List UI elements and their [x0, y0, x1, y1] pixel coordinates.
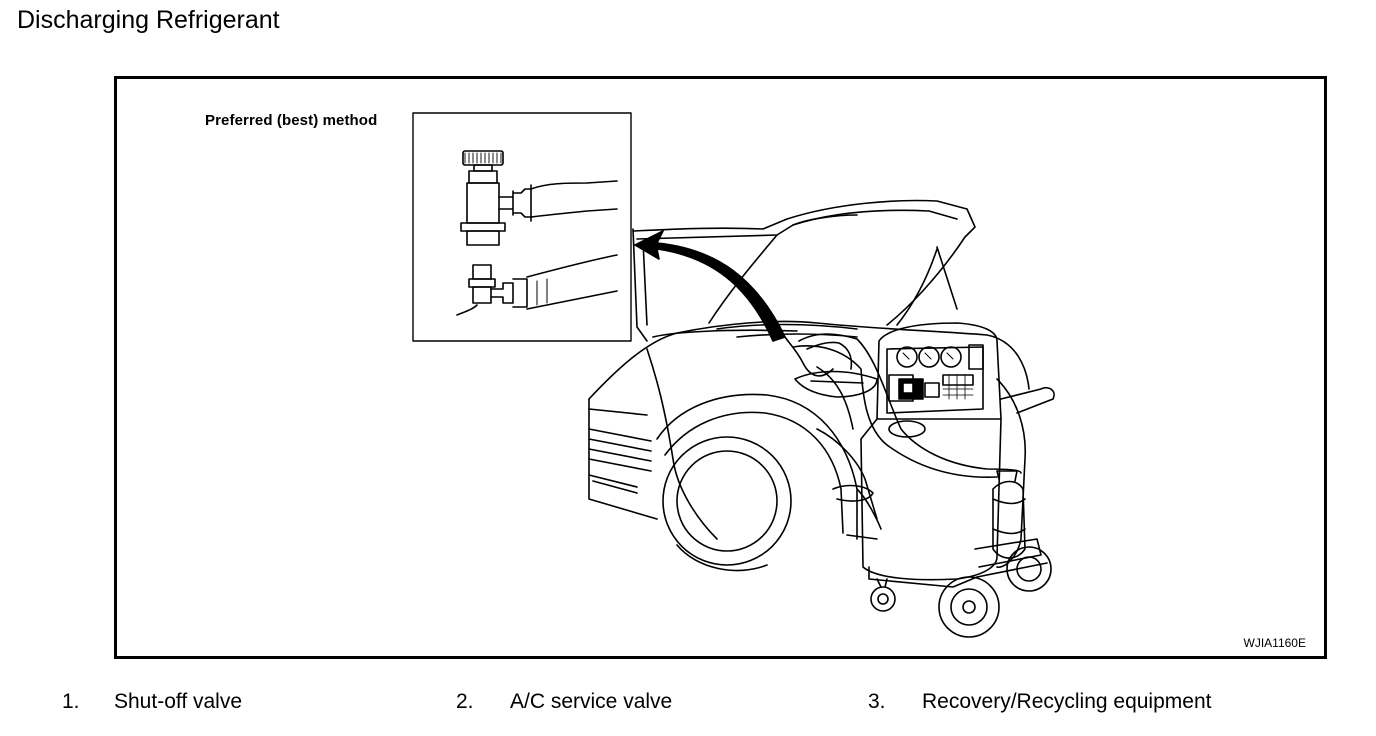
legend: 1. Shut-off valve 2. A/C service valve 3… — [0, 690, 1376, 720]
legend-number: 1. — [62, 690, 80, 713]
recovery-recycling-equipment — [784, 322, 1055, 638]
figure-id: WJIA1160E — [1243, 636, 1306, 650]
page-title: Discharging Refrigerant — [17, 6, 280, 34]
diagram-frame: Preferred (best) method WJIA1160E — [114, 76, 1327, 659]
shut-off-valve-detail — [456, 150, 618, 316]
legend-text: Recovery/Recycling equipment — [922, 690, 1212, 713]
legend-number: 3. — [868, 690, 886, 713]
legend-number: 2. — [456, 690, 474, 713]
legend-text: A/C service valve — [510, 690, 673, 713]
discharging-illustration — [412, 112, 1055, 638]
legend-text: Shut-off valve — [114, 690, 243, 713]
inset-label: Preferred (best) method — [205, 112, 378, 129]
vehicle-illustration — [588, 199, 1030, 572]
inset-box — [412, 112, 632, 342]
